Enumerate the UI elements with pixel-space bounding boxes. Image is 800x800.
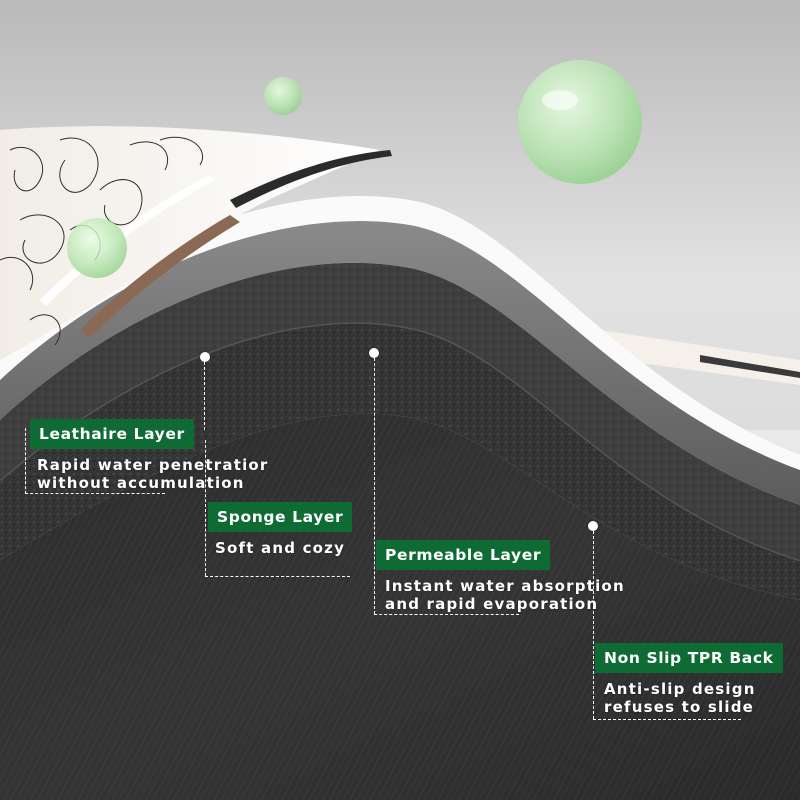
- leathaire-leader-bottom: [25, 493, 165, 494]
- tpr-back-marker: [588, 521, 598, 531]
- tpr-leader-vertical: [593, 531, 594, 719]
- permeable-layer: [0, 322, 800, 600]
- large-droplet-highlight: [542, 90, 578, 110]
- tpr-back-shade: [0, 413, 800, 800]
- sponge-leader-bottom: [205, 576, 350, 577]
- sponge-description-line-1: Soft and cozy: [215, 539, 346, 557]
- brown-border-strip: [80, 215, 240, 338]
- large-water-droplet: [518, 60, 642, 184]
- tpr-back-description: Anti-slip design refuses to slide: [604, 680, 756, 716]
- permeable-leader-bottom: [374, 614, 519, 615]
- leathaire-leader-left: [25, 428, 26, 494]
- tpr-back-label: Non Slip TPR Back: [595, 643, 783, 673]
- sponge-layer-label: Sponge Layer: [208, 502, 353, 532]
- leathaire-description-line-2: without accumulation: [37, 474, 245, 492]
- leathaire-description-line-1: Rapid water penetratior: [37, 456, 269, 474]
- permeable-layer-description: Instant water absorption and rapid evapo…: [385, 577, 625, 613]
- leathaire-layer-marker: [200, 352, 210, 362]
- border-highlight: [40, 175, 215, 306]
- permeable-layer-label: Permeable Layer: [376, 540, 551, 570]
- permeable-leader-vertical: [374, 358, 375, 614]
- sponge-layer-description: Soft and cozy: [215, 539, 345, 557]
- leathaire-layer-description: Rapid water penetratior without accumula…: [37, 456, 269, 492]
- grey-inner-layer: [0, 220, 800, 505]
- leathaire-layer-label: Leathaire Layer: [30, 419, 194, 449]
- right-strip-line: [700, 355, 800, 378]
- permeable-description-line-2: and rapid evaporation: [385, 595, 599, 613]
- permeable-description-line-1: Instant water absorption: [385, 577, 625, 595]
- medium-water-droplet: [67, 218, 127, 278]
- leathaire-leader-vertical: [204, 362, 205, 430]
- tpr-leader-bottom: [593, 719, 741, 720]
- sponge-texture: [0, 262, 800, 560]
- small-water-droplet: [264, 77, 302, 115]
- tpr-description-line-1: Anti-slip design: [604, 680, 756, 698]
- permeable-layer-marker: [369, 348, 379, 358]
- tpr-description-line-2: refuses to slide: [604, 698, 755, 716]
- black-border-line: [230, 150, 392, 208]
- sponge-leader-vertical: [205, 440, 206, 576]
